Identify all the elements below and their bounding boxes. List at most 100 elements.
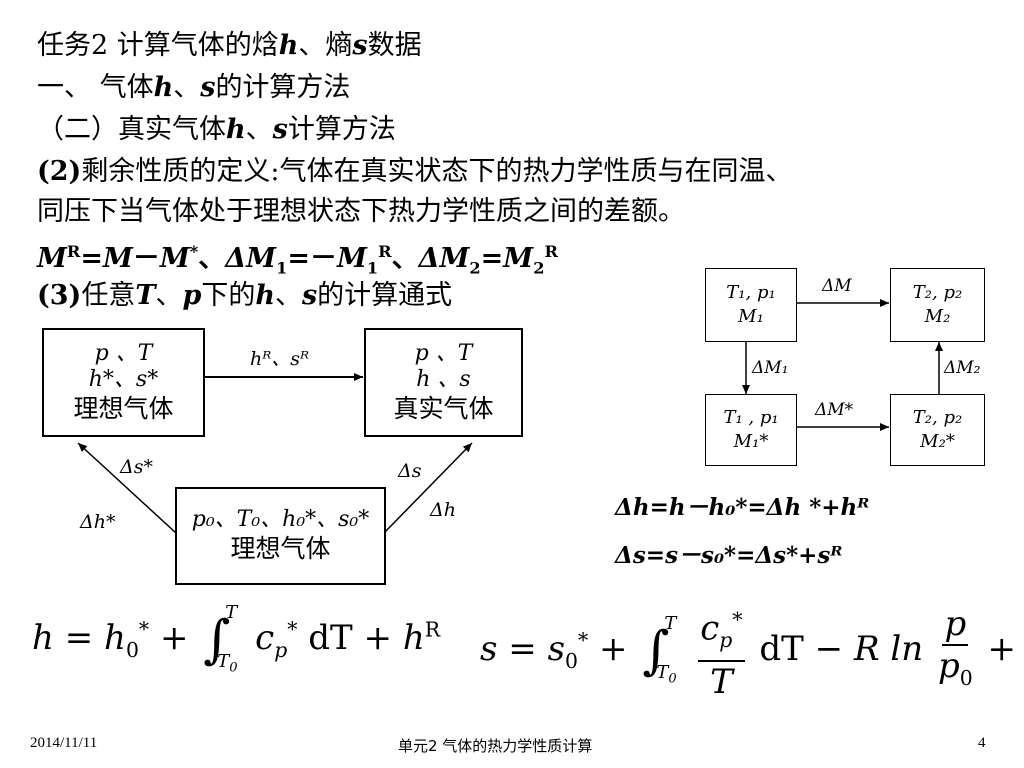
gf-h: h: [255, 280, 275, 311]
gf-p: p: [182, 280, 202, 311]
eq-M1: M: [336, 243, 367, 274]
title-3-s: s: [272, 114, 288, 145]
gf-b: 下的: [201, 280, 256, 311]
title-line-1: 任务2 计算气体的焓h、熵s数据: [37, 28, 422, 64]
definition-text-2: 同压下当气体处于理想状态下热力学性质之间的差额。: [37, 196, 685, 227]
eq-R: R: [66, 242, 81, 261]
sf-plus2: +: [987, 629, 1017, 670]
gf-s: s: [301, 280, 318, 311]
sf-int-lower-sub: 0: [668, 672, 677, 688]
sf-fraction-cp-T: cp* T: [698, 600, 745, 703]
state-tl-l2: M₁: [738, 306, 764, 327]
title-1-prefix: 任务2 计算气体的焓: [37, 30, 279, 61]
sf-p0-sub: 0: [959, 665, 973, 690]
title-1-suffix: 数据: [367, 30, 422, 61]
state-br-l2: M₂*: [920, 431, 955, 452]
sf-minus: −: [814, 629, 844, 670]
sf-cp: c: [700, 608, 720, 649]
title-2-prefix: 一、 气体: [37, 72, 154, 103]
arrow-label-dh: Δh: [430, 499, 456, 521]
eq-eq2: =－: [287, 243, 337, 274]
sf-p0: p: [937, 646, 960, 687]
sf-p: p: [942, 604, 969, 647]
gf-a: 任意: [81, 280, 136, 311]
eq-one2: 1: [366, 258, 379, 278]
title-2-s: s: [200, 72, 216, 103]
hf-cp-sub: p: [274, 637, 288, 662]
eq-one: 1: [276, 258, 288, 278]
sf-s0-sub: 0: [565, 648, 579, 673]
state-tr-l2: M₂: [924, 306, 951, 327]
eq-Mb: M: [503, 243, 534, 274]
sf-int-lower: T: [656, 662, 669, 684]
title-3-h: h: [226, 114, 246, 145]
ref-box-sym: p₀、T₀、h₀*、s₀*: [191, 507, 370, 532]
gf-sep: 、: [155, 280, 183, 311]
ideal-box-sym1: p 、T: [94, 340, 153, 366]
hf-h0-sub: 0: [125, 637, 139, 662]
arrow-label-ds-star: Δs*: [120, 456, 153, 478]
definition-line-1: (2)剩余性质的定义:气体在真实状态下的热力学性质与在同温、: [37, 154, 792, 190]
eq-eq3: =: [480, 243, 504, 274]
hf-int-upper: T: [225, 602, 238, 623]
ideal-box-sym2: h*、s*: [88, 366, 159, 392]
label-dM: ΔM: [822, 276, 852, 296]
sf-plus1: +: [599, 629, 628, 670]
eq-eq: =: [80, 243, 103, 274]
eq-star: *: [189, 242, 199, 261]
eq-M2: M: [102, 243, 133, 274]
hf-lhs: h: [32, 618, 54, 658]
sf-s0-star: *: [578, 628, 589, 653]
eq-sep: 、: [198, 243, 226, 274]
general-formula-heading: (3)任意T、p下的h、s的计算通式: [37, 278, 452, 314]
title-3-prefix: （二）真实气体: [37, 114, 226, 145]
hf-h0: h: [104, 618, 126, 658]
sf-Rln: R ln: [853, 629, 924, 670]
real-box-label: 真实气体: [393, 393, 494, 423]
real-box-sym2: h 、s: [416, 366, 471, 392]
gf-sep2: 、: [274, 280, 302, 311]
delta-h-equation: Δh=h－h₀*=Δh *+hᴿ: [615, 494, 870, 521]
eq-sep2: 、: [391, 243, 419, 274]
state-bl-l2: M₁*: [733, 431, 769, 452]
gf-num: (3): [37, 280, 82, 311]
hf-int-lower: T: [217, 651, 230, 673]
footer-date: 2014/11/11: [30, 735, 98, 751]
eq-two: 2: [469, 258, 481, 278]
state-tr-l1: T₂, p₂: [912, 282, 963, 303]
title-2-h: h: [153, 72, 174, 103]
hf-hR-sup: R: [424, 617, 441, 642]
sf-fraction-p-p0: p p0: [938, 604, 973, 698]
hf-int-lower-sub: 0: [229, 661, 238, 676]
delta-s-equation: Δs=s－s₀*=Δs*+sᴿ: [615, 542, 843, 569]
hf-dT: dT: [308, 618, 353, 658]
hf-plus1: +: [159, 618, 189, 658]
sf-cp-sub: p: [719, 628, 733, 653]
eq-M3: M: [159, 243, 190, 274]
ideal-box-label: 理想气体: [73, 393, 174, 423]
title-line-3: （二）真实气体h、s计算方法: [37, 112, 396, 148]
arrow-label-hR-sR: hᴿ、sᴿ: [250, 348, 310, 370]
state-box-t2p2: T₂, p₂ M₂: [890, 268, 985, 342]
eq-dM1: ΔM: [225, 243, 277, 274]
definition-line-2: 同压下当气体处于理想状态下热力学性质之间的差额。: [37, 194, 685, 230]
sf-int-upper: T: [664, 613, 677, 635]
footer-page-number: 4: [978, 735, 986, 751]
label-dM-star: ΔM*: [815, 400, 854, 420]
title-2-suffix: 的计算方法: [215, 72, 351, 103]
entropy-formula: s = s0* + ∫TT0 cp* T dT − R ln p p0 + sR: [480, 600, 1024, 702]
ref-box-label: 理想气体: [230, 534, 331, 563]
title-1-s: s: [352, 30, 368, 61]
state-bl-l1: T₁ , p₁: [723, 407, 779, 428]
eq-M: M: [37, 243, 67, 274]
residual-equation: MR=M－M*、ΔM1=－M1R、ΔM2=M2R: [37, 234, 558, 286]
sf-dT: dT: [759, 629, 804, 670]
sf-T: T: [710, 662, 733, 703]
footer-title: 单元2 气体的热力学性质计算: [398, 737, 593, 755]
state-box-t1p1-ideal: T₁ , p₁ M₁*: [705, 394, 797, 466]
arrow-ref-to-real: [383, 442, 473, 534]
arrow-label-dh-star: Δh*: [80, 511, 116, 533]
arrow-label-ds: Δs: [398, 460, 422, 482]
